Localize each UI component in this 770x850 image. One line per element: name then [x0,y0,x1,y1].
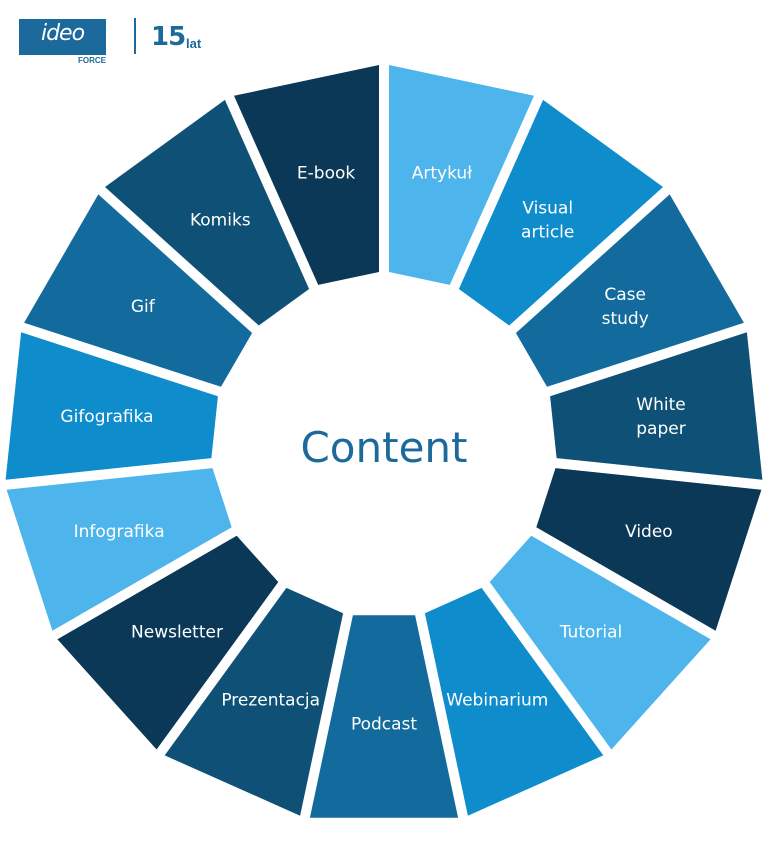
wheel-segment [5,332,218,480]
header-divider [134,18,136,54]
anniversary-word: lat [186,36,202,51]
segment-label-line: paper [636,419,685,439]
segment-label: E-book [297,164,355,184]
segment-label-line: Prezentacja [221,690,320,710]
wheel-segment [234,65,379,285]
segment-label-line: E-book [297,164,355,184]
header: ideo FORCE 15 lat [0,0,770,70]
wheel-segment [458,99,663,326]
segment-label: Gif [131,297,156,317]
segment-label-line: Infografika [74,522,165,542]
wheel-segment [309,615,459,818]
wheel-segment [515,194,744,387]
segment-label: Video [625,522,673,542]
segment-label: Visual article [521,199,574,243]
segment-label-line: study [602,309,649,329]
segment-label: Komiks [190,211,251,231]
wheel-segment [164,587,344,816]
segment-label: White paper [636,395,685,439]
segment-label: Infografika [74,522,165,542]
segment-label: Case study [602,285,649,329]
wheel-segment [424,587,604,816]
wheel-segment [536,468,762,631]
logo-subtext: FORCE [78,56,106,65]
segment-label-line: Tutorial [559,622,623,642]
segment-label-line: White [636,395,685,415]
segment-label-line: Gif [131,297,156,317]
ideo-logo: ideo [19,19,106,55]
segment-label: Podcast [351,715,417,735]
segment-label-line: article [521,223,574,243]
wheel-segment [489,535,711,750]
segment-label-line: Case [604,285,646,305]
segment-label-line: Newsletter [131,622,223,642]
segment-label-line: Webinarium [446,690,548,710]
logo-text: ideo [40,21,85,46]
wheel-segment [57,535,279,750]
segment-label: Newsletter [131,622,223,642]
center-label: Content [300,423,467,472]
wheel-segment [389,65,534,285]
wheel-segment [6,468,232,631]
segment-label: Artykuł [412,164,472,184]
segment-label: Prezentacja [221,690,320,710]
segment-label-line: Video [625,522,673,542]
segment-label: Tutorial [559,622,623,642]
segment-label: Gifografika [60,407,153,427]
segment-label-line: Artykuł [412,164,472,184]
segment-label-line: Visual [522,199,573,219]
segment-label-line: Gifografika [60,407,153,427]
segment-label-line: Komiks [190,211,251,231]
segment-label-line: Podcast [351,715,417,735]
wheel-segment [105,99,310,326]
segment-label: Webinarium [446,690,548,710]
wheel-segment [24,194,253,387]
anniversary-number: 15 [151,22,186,52]
wheel-segment [550,332,763,480]
